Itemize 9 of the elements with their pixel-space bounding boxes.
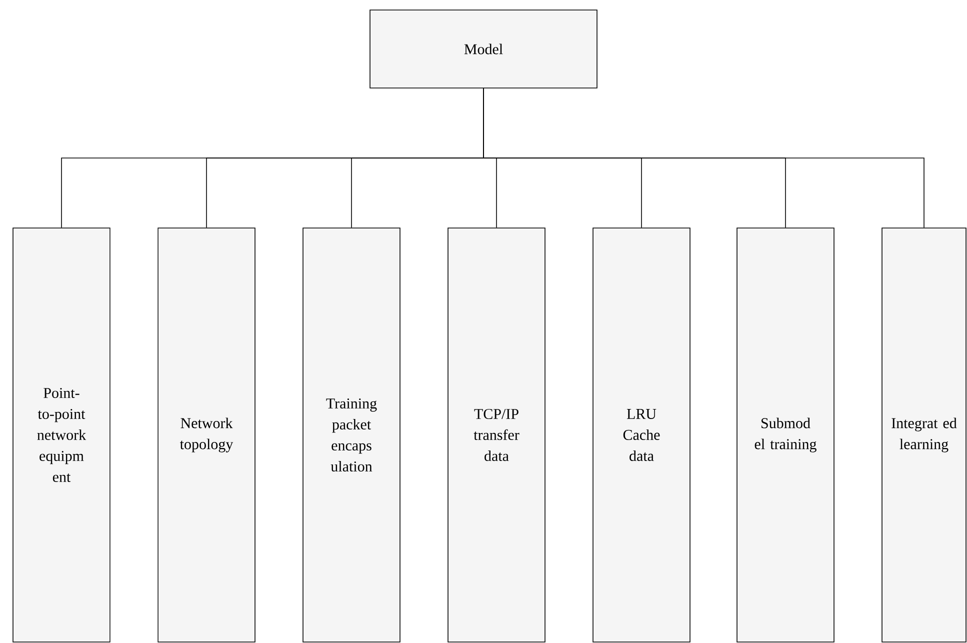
title-box: Model	[370, 10, 598, 88]
module-box: Network topology	[158, 228, 256, 642]
module-box: TCP/IP transfer data	[448, 228, 546, 642]
connector-line	[483, 88, 924, 228]
module-box: Submod el training	[736, 228, 834, 642]
module-box: LRU Cache data	[592, 228, 690, 642]
module-box: Training packet encaps ulation	[302, 228, 400, 642]
module-box: Integrat ed learning	[882, 228, 966, 642]
module-box: Point- to-point network equipm ent	[12, 228, 110, 642]
